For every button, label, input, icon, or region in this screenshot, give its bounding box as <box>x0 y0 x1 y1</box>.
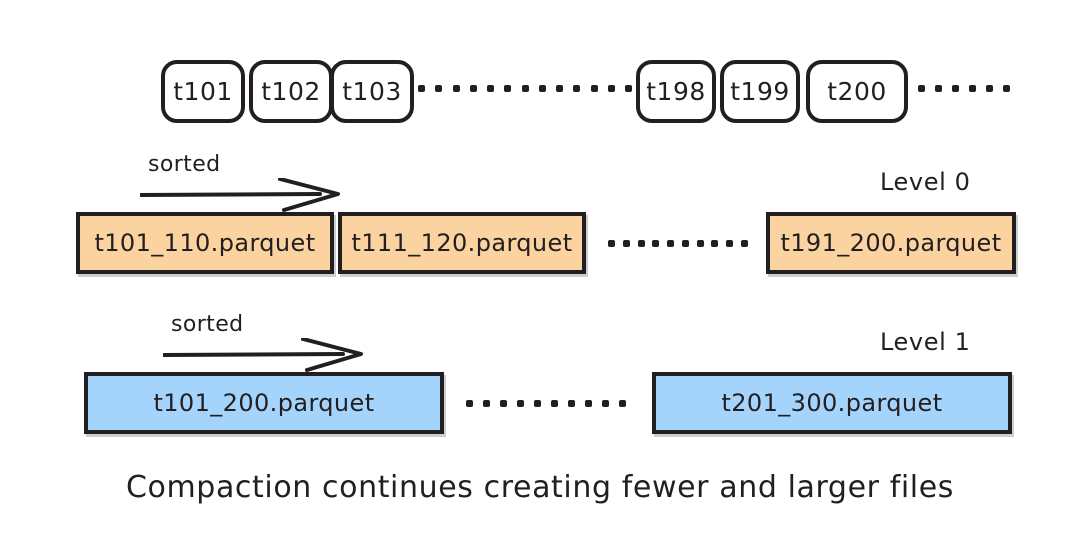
dot <box>573 84 581 92</box>
dot <box>681 239 689 247</box>
parquet-file-box[interactable]: t111_120.parquet <box>338 212 586 274</box>
timestamp-chip[interactable]: t198 <box>636 60 716 123</box>
dot <box>521 84 529 92</box>
dot <box>483 399 490 407</box>
timeline-ellipsis <box>418 84 632 92</box>
dot <box>487 84 494 92</box>
dot <box>452 84 460 92</box>
dot <box>585 399 592 407</box>
dot <box>952 84 959 92</box>
dot <box>711 239 719 247</box>
dot <box>551 399 558 407</box>
timestamp-chip[interactable]: t102 <box>249 60 333 123</box>
dot <box>556 84 563 92</box>
dot <box>1003 84 1010 92</box>
timestamp-chip[interactable]: t199 <box>720 60 800 123</box>
dot <box>538 84 546 92</box>
dot <box>986 84 993 92</box>
dot <box>622 239 630 247</box>
parquet-file-box[interactable]: t191_200.parquet <box>766 212 1016 274</box>
parquet-file-box[interactable]: t101_110.parquet <box>76 212 334 274</box>
dot <box>418 84 425 92</box>
dot <box>625 84 632 92</box>
dot <box>602 399 609 407</box>
timestamp-chip[interactable]: t101 <box>161 60 245 123</box>
dot <box>608 239 615 247</box>
sorted-arrow-group: sorted <box>140 152 342 212</box>
dot <box>435 84 443 92</box>
dot <box>607 84 615 92</box>
caption-text: Compaction continues creating fewer and … <box>125 470 955 505</box>
level-label: Level 1 <box>880 328 971 356</box>
dot <box>969 84 976 92</box>
level-ellipsis <box>608 239 748 247</box>
dot <box>466 399 473 407</box>
dot <box>740 239 748 247</box>
dot <box>534 399 541 407</box>
dot <box>517 399 524 407</box>
sorted-label: sorted <box>148 152 221 177</box>
parquet-file-box[interactable]: t101_200.parquet <box>84 372 444 434</box>
dot <box>504 84 512 92</box>
parquet-file-box[interactable]: t201_300.parquet <box>652 372 1012 434</box>
sorted-arrow-group: sorted <box>163 312 365 372</box>
dot <box>469 84 477 92</box>
timestamp-chip[interactable]: t200 <box>806 60 908 123</box>
timeline-ellipsis <box>918 84 1010 92</box>
dot <box>619 399 626 407</box>
dot <box>568 399 575 407</box>
dot <box>935 84 942 92</box>
level-label: Level 0 <box>880 168 971 196</box>
dot <box>637 239 645 247</box>
dot <box>667 239 675 247</box>
sorted-label: sorted <box>171 312 244 337</box>
timestamp-chip[interactable]: t103 <box>330 60 414 123</box>
dot <box>590 84 598 92</box>
dot <box>918 84 925 92</box>
dot <box>500 399 507 407</box>
dot <box>652 239 660 247</box>
dot <box>696 239 704 247</box>
arrow-right-icon <box>163 338 363 372</box>
arrow-right-icon <box>140 178 340 212</box>
dot <box>726 239 734 247</box>
level-ellipsis <box>466 399 626 407</box>
